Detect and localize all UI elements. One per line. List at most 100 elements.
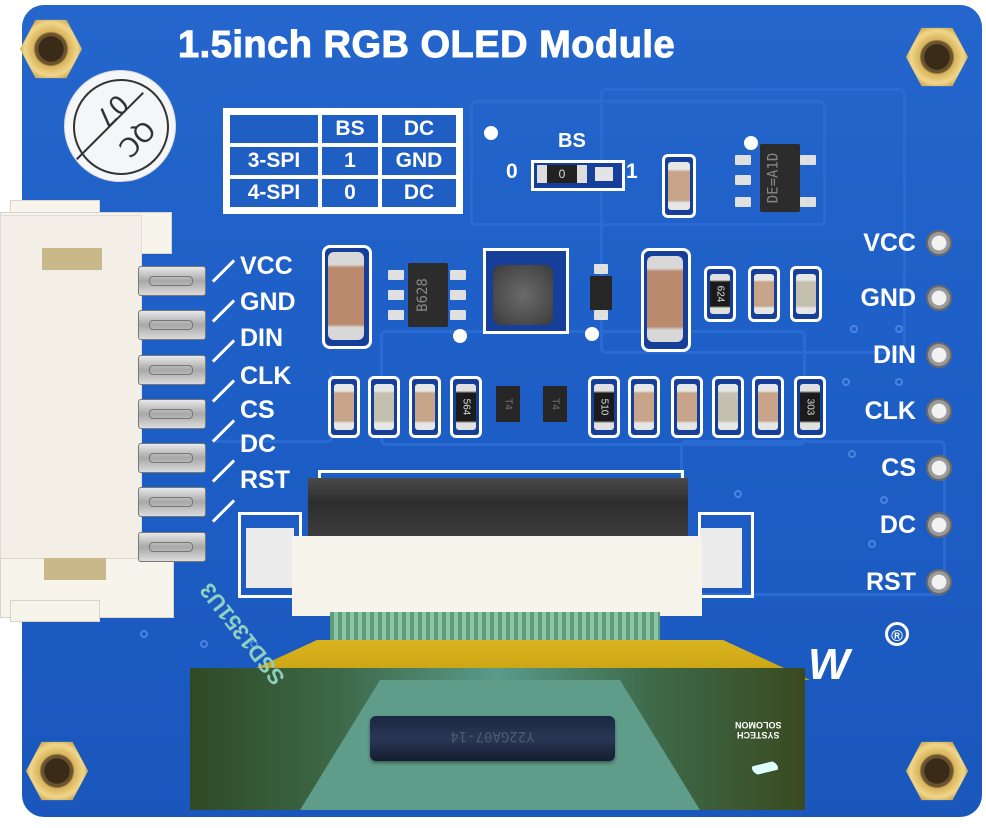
capacitor-body xyxy=(374,384,394,430)
via xyxy=(880,496,888,504)
ic-marking: B628 xyxy=(414,278,431,312)
connector-slot xyxy=(42,248,102,270)
header-pin-hole-rst[interactable] xyxy=(926,569,952,595)
resistor-marking: 510 xyxy=(598,398,610,416)
ic-leg xyxy=(735,155,751,165)
table-cell: 1 xyxy=(322,147,378,175)
ic-leg xyxy=(450,290,466,300)
capacitor-body xyxy=(754,274,774,314)
smd-resistor-564: 564 xyxy=(450,376,482,438)
via xyxy=(585,327,599,341)
diode-pad xyxy=(594,310,608,320)
bs-jumper-resistor[interactable]: 0 xyxy=(537,165,587,183)
ic-de-a1d: DE=A1D xyxy=(760,144,800,212)
ic-leg xyxy=(800,197,816,207)
bs-jumper-left-label: 0 xyxy=(506,160,518,183)
fpc-connector-housing xyxy=(292,536,702,616)
smd-resistor-303: 303 xyxy=(794,376,826,438)
resistor-body: 624 xyxy=(710,274,730,314)
via xyxy=(848,450,856,458)
right-pin-label-cs: CS xyxy=(881,454,916,482)
right-pin-label-vcc: VCC xyxy=(863,229,916,257)
manufacturer-line-1: SOLOMON xyxy=(735,720,782,730)
smd-capacitor xyxy=(671,376,703,438)
left-pin-label-dc: DC xyxy=(240,430,277,458)
bs-jumper-label: BS xyxy=(558,130,586,152)
via xyxy=(868,540,876,548)
via xyxy=(895,325,903,333)
via xyxy=(850,325,858,333)
smd-capacitor xyxy=(662,154,696,218)
table-row: 3-SPI 1 GND xyxy=(230,147,456,175)
fpc-side-pad xyxy=(700,528,742,588)
resistor-body: 564 xyxy=(456,384,476,430)
connector-lead xyxy=(138,443,206,473)
qc-sticker: 07 QC xyxy=(64,70,176,182)
bulk-capacitor xyxy=(328,252,364,340)
pcb-trace xyxy=(600,88,906,354)
left-pin-label-clk: CLK xyxy=(240,362,292,390)
via xyxy=(250,640,258,648)
ic-marking: DE=A1D xyxy=(765,152,782,204)
ic-leg xyxy=(388,290,404,300)
pcb-trace xyxy=(470,100,826,226)
connector-slot xyxy=(44,558,106,580)
connector-lead xyxy=(138,487,206,517)
left-pin-label-vcc: VCC xyxy=(240,252,293,280)
diode-t4: T4 xyxy=(543,386,567,422)
left-pin-label-rst: RST xyxy=(240,466,290,494)
header-pin-hole-din[interactable] xyxy=(926,342,952,368)
smd-capacitor xyxy=(712,376,744,438)
ic-leg xyxy=(735,197,751,207)
right-pin-label-gnd: GND xyxy=(860,284,916,312)
qc-sticker-ring xyxy=(73,79,169,175)
manufacturer-line-2: SYSTECH xyxy=(737,730,780,740)
connector-lead xyxy=(138,532,206,562)
connector-lead xyxy=(138,399,206,429)
table-header-cell xyxy=(230,115,318,143)
jst-connector-body[interactable] xyxy=(0,215,142,617)
resistor-body: 510 xyxy=(594,384,614,430)
resistor-marking: 303 xyxy=(804,398,816,416)
table-cell: 3-SPI xyxy=(230,147,318,175)
header-pin-hole-gnd[interactable] xyxy=(926,285,952,311)
header-pin-hole-cs[interactable] xyxy=(926,455,952,481)
table-cell: 4-SPI xyxy=(230,179,318,207)
interface-mode-table: BS DC 3-SPI 1 GND 4-SPI 0 DC xyxy=(223,108,463,214)
bs-jumper-right-label: 1 xyxy=(626,160,638,183)
header-pin-hole-clk[interactable] xyxy=(926,398,952,424)
ic-b628: B628 xyxy=(408,263,448,327)
smd-capacitor xyxy=(628,376,660,438)
capacitor-body xyxy=(634,384,654,430)
via xyxy=(453,329,467,343)
diode-marking: T4 xyxy=(549,398,561,410)
right-pin-label-din: DIN xyxy=(872,341,916,369)
connector-bottom-lip xyxy=(10,600,100,622)
power-inductor xyxy=(493,265,553,325)
right-pin-label-dc: DC xyxy=(879,511,916,539)
capacitor-body xyxy=(334,384,354,430)
left-pin-label-din: DIN xyxy=(240,324,284,352)
resistor-body: 303 xyxy=(800,384,820,430)
registered-mark-icon: ® xyxy=(885,622,909,646)
manufacturer-label: SYSTECH SOLOMON xyxy=(735,720,782,740)
table-header-cell: DC xyxy=(382,115,456,143)
driver-chip-marking: Y22GA07-14 xyxy=(450,728,535,744)
header-pin-hole-vcc[interactable] xyxy=(926,230,952,256)
bulk-capacitor xyxy=(647,256,683,342)
header-pin-hole-dc[interactable] xyxy=(926,512,952,538)
capacitor-body xyxy=(796,274,816,314)
fpc-connector-latch[interactable] xyxy=(308,478,688,538)
resistor-marking: 564 xyxy=(460,398,472,416)
table-cell: GND xyxy=(382,147,456,175)
smd-capacitor xyxy=(368,376,400,438)
fpc-side-pad xyxy=(246,528,294,588)
table-header-row: BS DC xyxy=(230,115,456,143)
smd-capacitor xyxy=(328,376,360,438)
ic-leg xyxy=(388,310,404,320)
bs-jumper-pad xyxy=(595,167,613,181)
ic-leg xyxy=(800,155,816,165)
diode-marking: T4 xyxy=(502,398,514,410)
table-row: 4-SPI 0 DC xyxy=(230,179,456,207)
smd-resistor-510: 510 xyxy=(588,376,620,438)
